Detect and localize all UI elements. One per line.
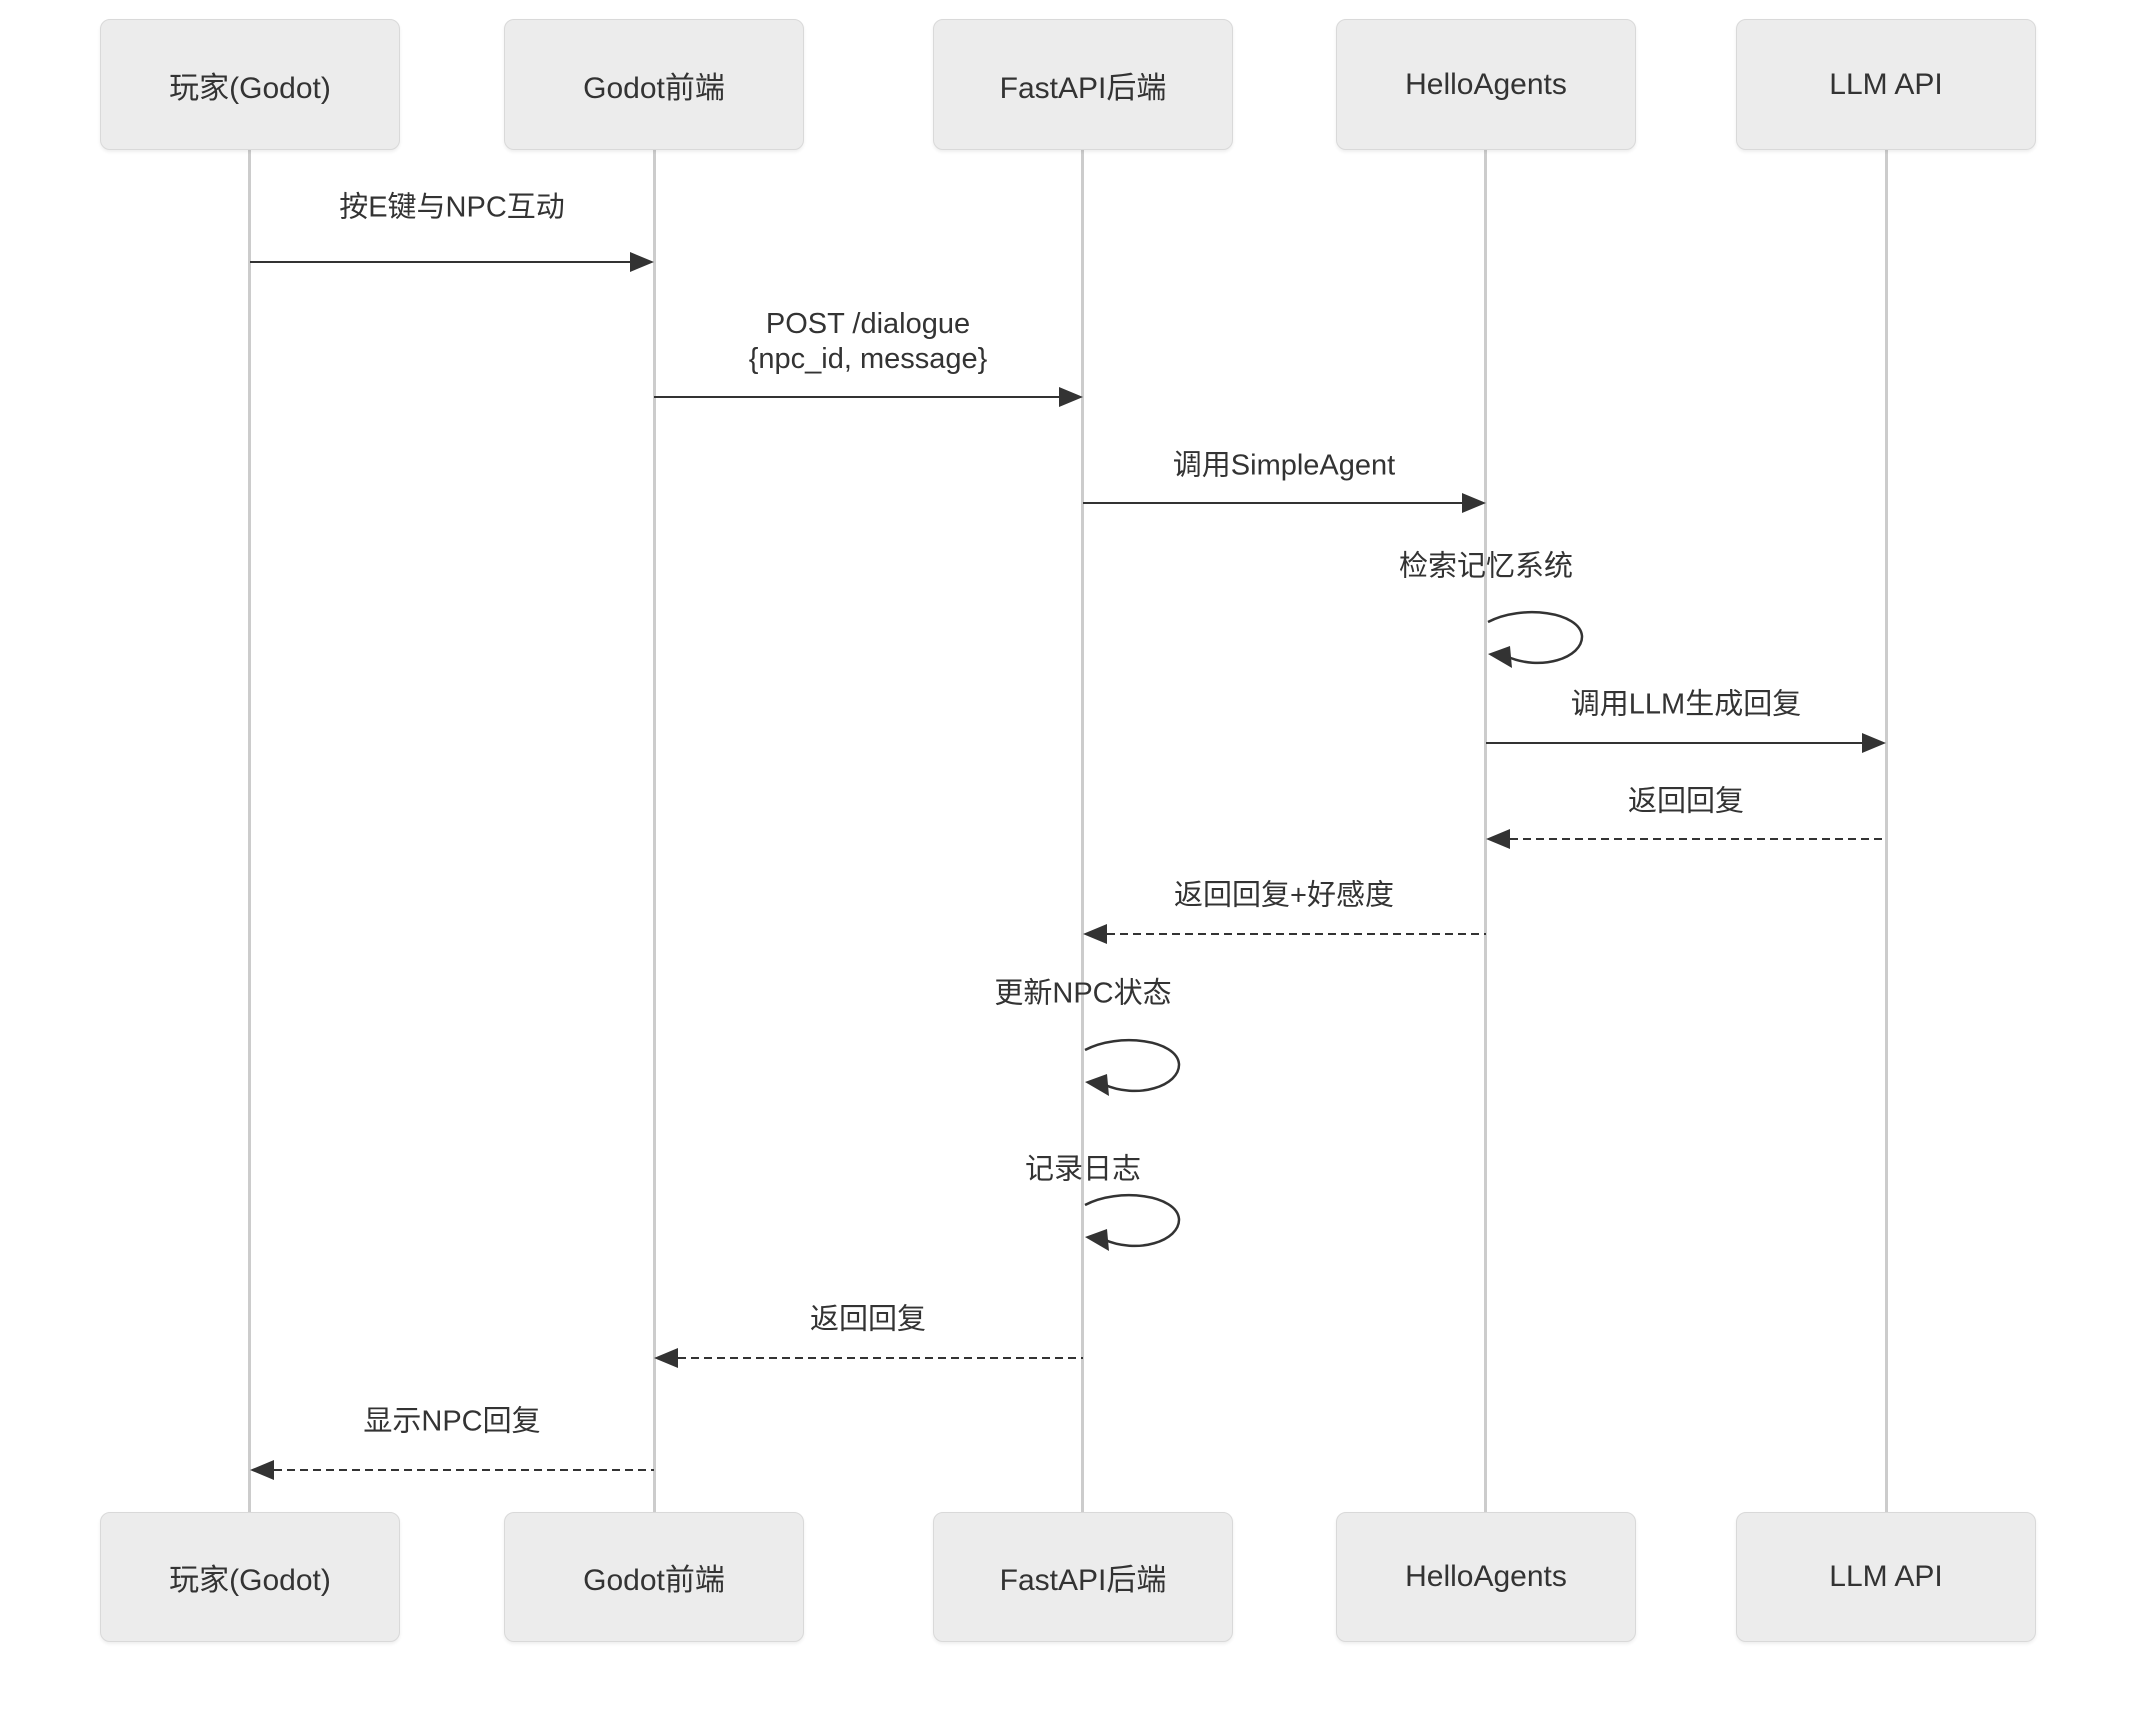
lifeline-fastapi-backend bbox=[1081, 150, 1084, 1512]
arrowhead-right-icon bbox=[1862, 733, 1886, 753]
message-9-label: 记录日志 bbox=[1024, 1153, 1142, 1186]
actor-label: LLM API bbox=[1829, 67, 1943, 101]
self-loop-arrow-icon bbox=[1084, 1039, 1181, 1096]
arrowhead-right-icon bbox=[1462, 493, 1486, 513]
message-3-label: 调用SimpleAgent bbox=[1172, 449, 1396, 482]
message-5-label: 调用LLM生成回复 bbox=[1570, 688, 1802, 721]
actor-bottom-llm-api: LLM API bbox=[1736, 1512, 2036, 1642]
message-2-label-line2: {npc_id, message} bbox=[748, 343, 988, 375]
message-10-arrow bbox=[678, 1357, 1083, 1359]
actor-top-llm-api: LLM API bbox=[1736, 19, 2036, 150]
message-11-label: 显示NPC回复 bbox=[363, 1405, 541, 1438]
message-6-label: 返回回复 bbox=[1627, 785, 1745, 818]
actor-label: FastAPI后端 bbox=[999, 1564, 1167, 1597]
message-6-arrow bbox=[1510, 838, 1886, 840]
actor-top-helloagents: HelloAgents bbox=[1336, 19, 1636, 150]
message-7-arrow bbox=[1107, 933, 1486, 935]
actor-bottom-helloagents: HelloAgents bbox=[1336, 1512, 1636, 1642]
actor-bottom-player: 玩家(Godot) bbox=[100, 1512, 400, 1642]
message-5-arrow bbox=[1486, 742, 1864, 744]
actor-label: LLM API bbox=[1829, 1560, 1943, 1593]
lifeline-llm-api bbox=[1885, 150, 1888, 1512]
self-loop-arrow-icon bbox=[1084, 1194, 1181, 1251]
lifeline-helloagents bbox=[1484, 150, 1487, 1512]
message-1-label: 按E键与NPC互动 bbox=[339, 191, 565, 224]
actor-label: 玩家(Godot) bbox=[169, 1564, 331, 1597]
lifeline-godot-frontend bbox=[653, 150, 656, 1512]
message-3-arrow bbox=[1083, 502, 1464, 504]
message-1-arrow bbox=[250, 261, 632, 263]
actor-label: HelloAgents bbox=[1405, 67, 1567, 101]
actor-top-player: 玩家(Godot) bbox=[100, 19, 400, 150]
self-loop-arrow-icon bbox=[1487, 611, 1584, 668]
lifeline-player bbox=[248, 150, 251, 1512]
actor-label: HelloAgents bbox=[1405, 1560, 1567, 1593]
message-11-arrow bbox=[274, 1469, 654, 1471]
message-4-label: 检索记忆系统 bbox=[1398, 550, 1574, 583]
actor-label: Godot前端 bbox=[583, 1564, 725, 1597]
actor-label: 玩家(Godot) bbox=[169, 71, 331, 105]
actor-bottom-godot-frontend: Godot前端 bbox=[504, 1512, 804, 1642]
arrowhead-left-icon bbox=[654, 1348, 678, 1368]
arrowhead-right-icon bbox=[630, 252, 654, 272]
actor-top-godot-frontend: Godot前端 bbox=[504, 19, 804, 150]
actor-bottom-fastapi-backend: FastAPI后端 bbox=[933, 1512, 1233, 1642]
message-2-arrow bbox=[654, 396, 1061, 398]
arrowhead-left-icon bbox=[1083, 924, 1107, 944]
message-2-label: POST /dialogue {npc_id, message} bbox=[749, 307, 988, 377]
actor-label: Godot前端 bbox=[583, 71, 725, 105]
actor-top-fastapi-backend: FastAPI后端 bbox=[933, 19, 1233, 150]
message-8-label: 更新NPC状态 bbox=[994, 977, 1172, 1010]
arrowhead-left-icon bbox=[250, 1460, 274, 1480]
message-2-label-line1: POST /dialogue bbox=[765, 308, 971, 340]
arrowhead-right-icon bbox=[1059, 387, 1083, 407]
message-10-label: 返回回复 bbox=[809, 1303, 927, 1336]
arrowhead-left-icon bbox=[1486, 829, 1510, 849]
actor-label: FastAPI后端 bbox=[999, 71, 1167, 105]
message-7-label: 返回回复+好感度 bbox=[1174, 879, 1394, 912]
